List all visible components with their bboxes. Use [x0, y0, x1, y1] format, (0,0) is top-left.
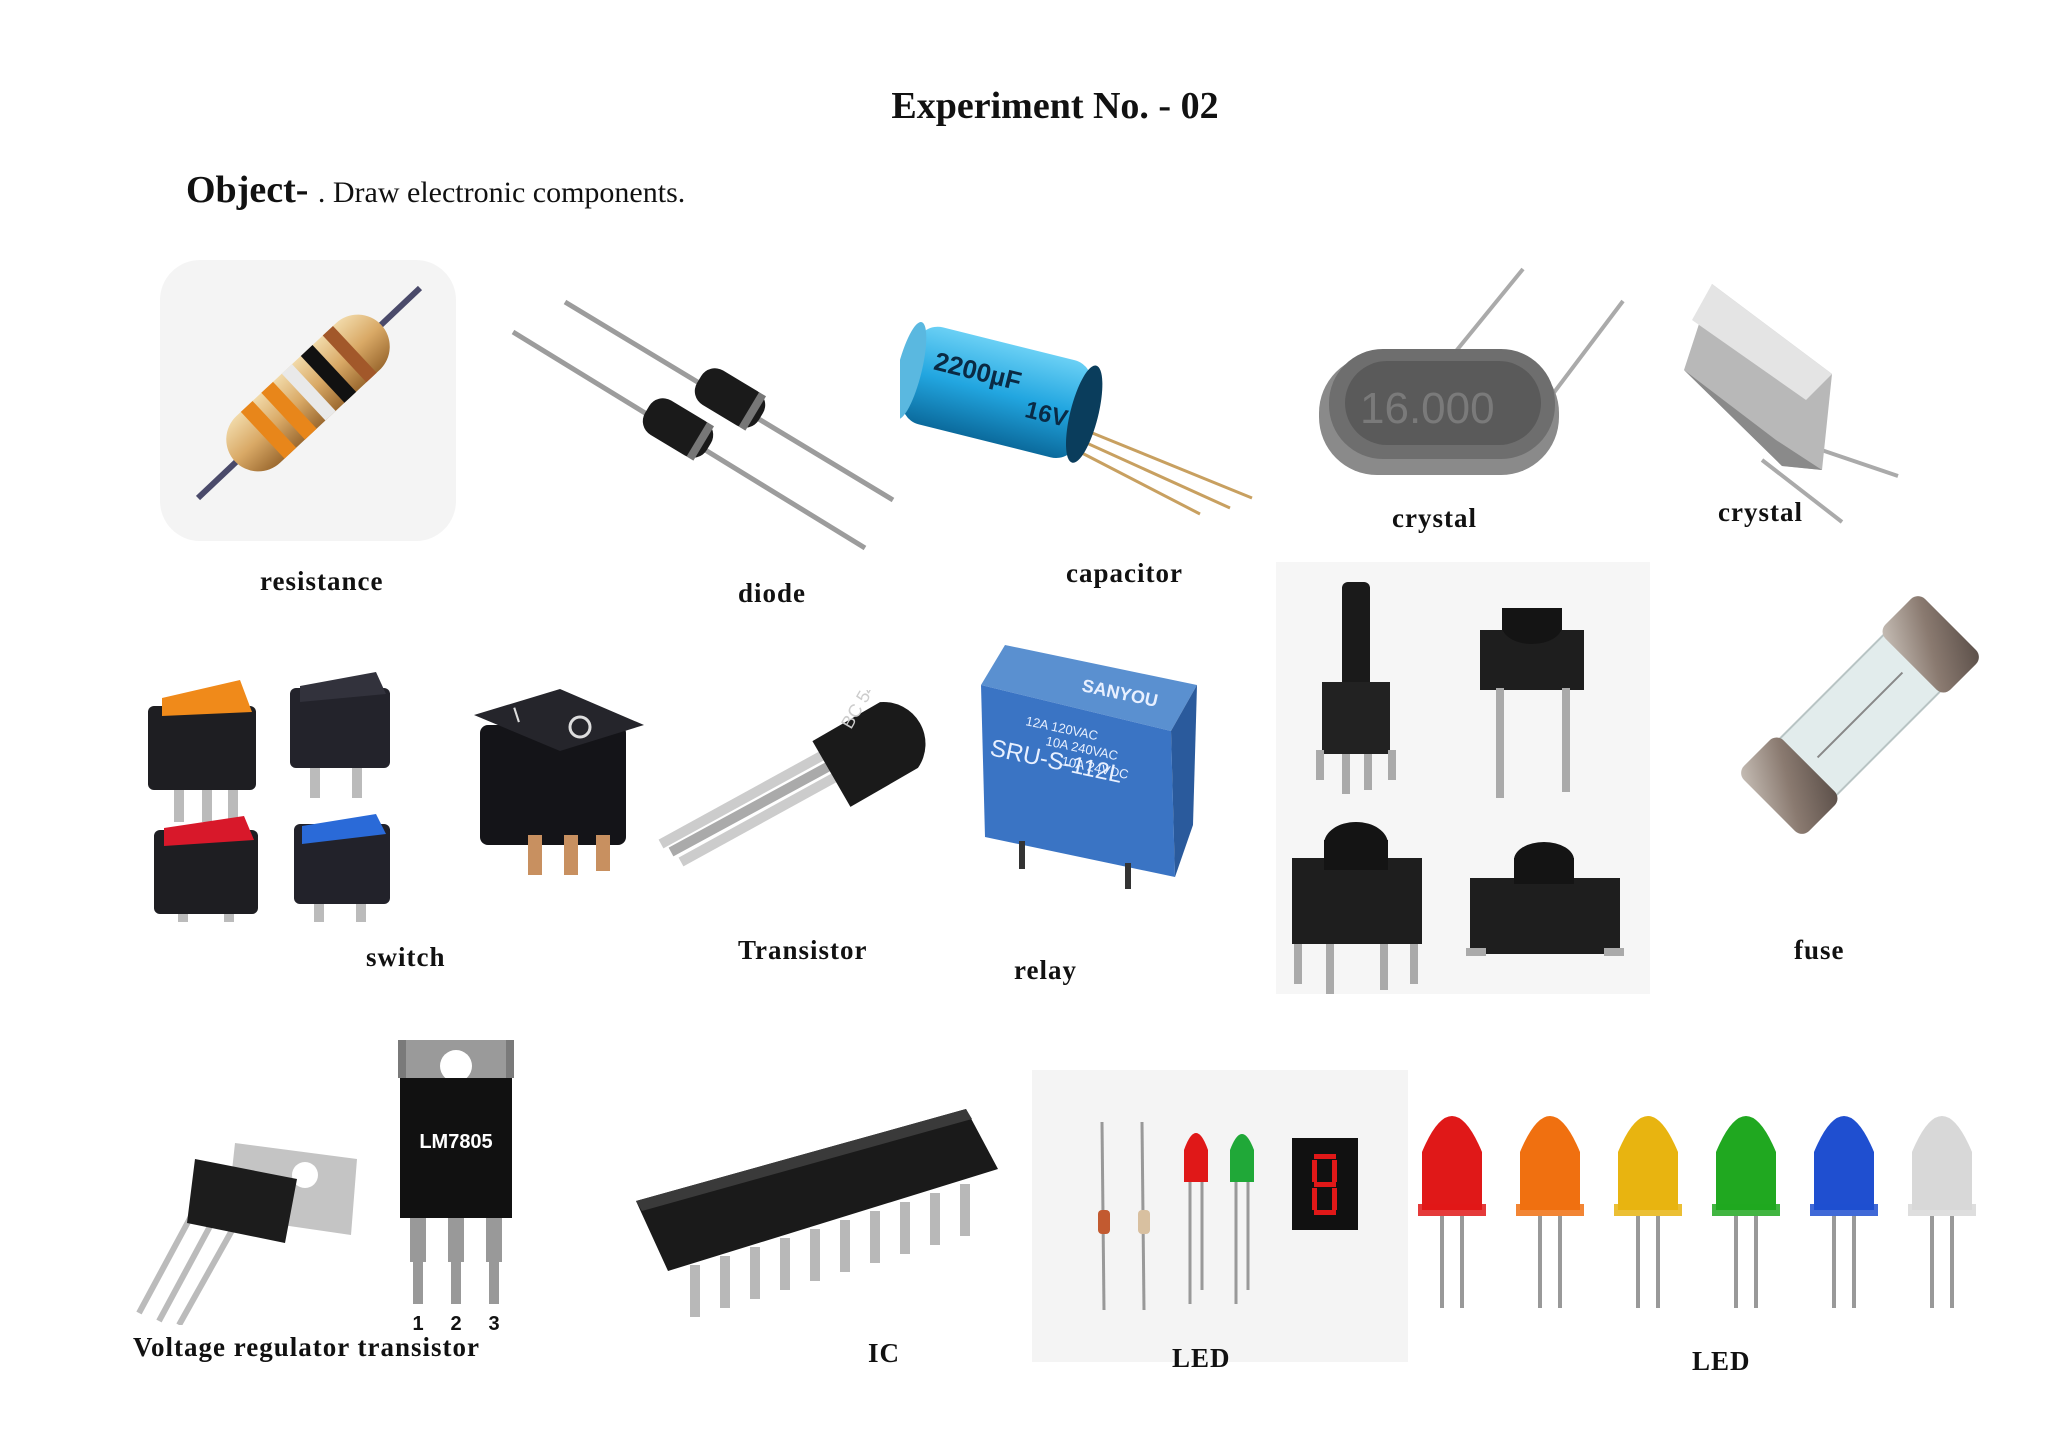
label-ic: IC: [868, 1338, 901, 1368]
push-buttons-image: [1276, 562, 1650, 994]
led-rim: [1712, 1204, 1780, 1216]
relay-image: SANYOU 12A 120VAC 10A 240VAC 10A 24VDC S…: [975, 645, 1205, 895]
led-rim: [1908, 1204, 1976, 1216]
ic-pin: [840, 1220, 850, 1272]
regulator-pin-2: 2: [450, 1313, 461, 1335]
led-dome: [1618, 1116, 1678, 1210]
object-text: . Draw electronic components.: [317, 176, 686, 209]
led-rim: [1810, 1204, 1878, 1216]
object-label: Object-: [186, 169, 309, 211]
ic-pin: [750, 1247, 760, 1299]
crystal-hc49-image: 16.000: [1315, 265, 1645, 490]
ic-pin: [810, 1229, 820, 1281]
crystal-can-image: [1672, 280, 1912, 530]
regulator-pin-3: 3: [488, 1313, 499, 1335]
resistor-image: [158, 258, 458, 543]
ic-pin: [780, 1238, 790, 1290]
label-led-2: LED: [1692, 1346, 1751, 1376]
ic-pin: [870, 1211, 880, 1263]
label-capacitor: capacitor: [1066, 558, 1183, 588]
lm7805-diagram: LM7805 1 2 3: [398, 1040, 518, 1340]
capacitor-image: 2200µF 16V: [900, 318, 1260, 518]
ic-image: [632, 1105, 1002, 1335]
label-relay: relay: [1014, 955, 1077, 985]
label-fuse: fuse: [1794, 935, 1845, 965]
page-title: Experiment No. - 02: [891, 85, 1219, 127]
label-switch: switch: [366, 942, 446, 972]
ic-pin: [720, 1256, 730, 1308]
crystal-marking-text: 16.000: [1360, 384, 1495, 433]
large-rocker-switch-image: I: [468, 685, 648, 885]
rocker-switches-image: [140, 662, 420, 922]
ic-pin: [690, 1265, 700, 1317]
led-dome: [1716, 1116, 1776, 1210]
label-crystal-1: crystal: [1392, 503, 1477, 533]
led-rim: [1614, 1204, 1682, 1216]
ic-pin: [930, 1193, 940, 1245]
fuse-image: [1735, 585, 1985, 845]
led-dome: [1422, 1116, 1482, 1210]
transistor-image: BC 548: [655, 690, 945, 870]
regulator-photo-image: [135, 1125, 375, 1325]
led-rim: [1418, 1204, 1486, 1216]
ic-pin: [960, 1184, 970, 1236]
colored-leds-image: [1416, 1100, 2016, 1320]
led-rim: [1516, 1204, 1584, 1216]
object-line: Object- . Draw electronic components.: [186, 168, 685, 212]
label-voltage-regulator: Voltage regulator transistor: [133, 1332, 480, 1362]
label-resistance: resistance: [260, 566, 384, 596]
label-transistor: Transistor: [738, 935, 868, 965]
label-crystal-2: crystal: [1718, 497, 1803, 527]
diode-image: [505, 290, 905, 560]
label-diode: diode: [738, 578, 807, 608]
regulator-pin-1: 1: [412, 1313, 423, 1335]
led-dome: [1912, 1116, 1972, 1210]
ic-pin: [900, 1202, 910, 1254]
label-led-1: LED: [1172, 1343, 1231, 1373]
led-dome: [1520, 1116, 1580, 1210]
regulator-marking-text: LM7805: [419, 1131, 492, 1153]
led-dome: [1814, 1116, 1874, 1210]
led-assortment-image: [1032, 1070, 1408, 1362]
